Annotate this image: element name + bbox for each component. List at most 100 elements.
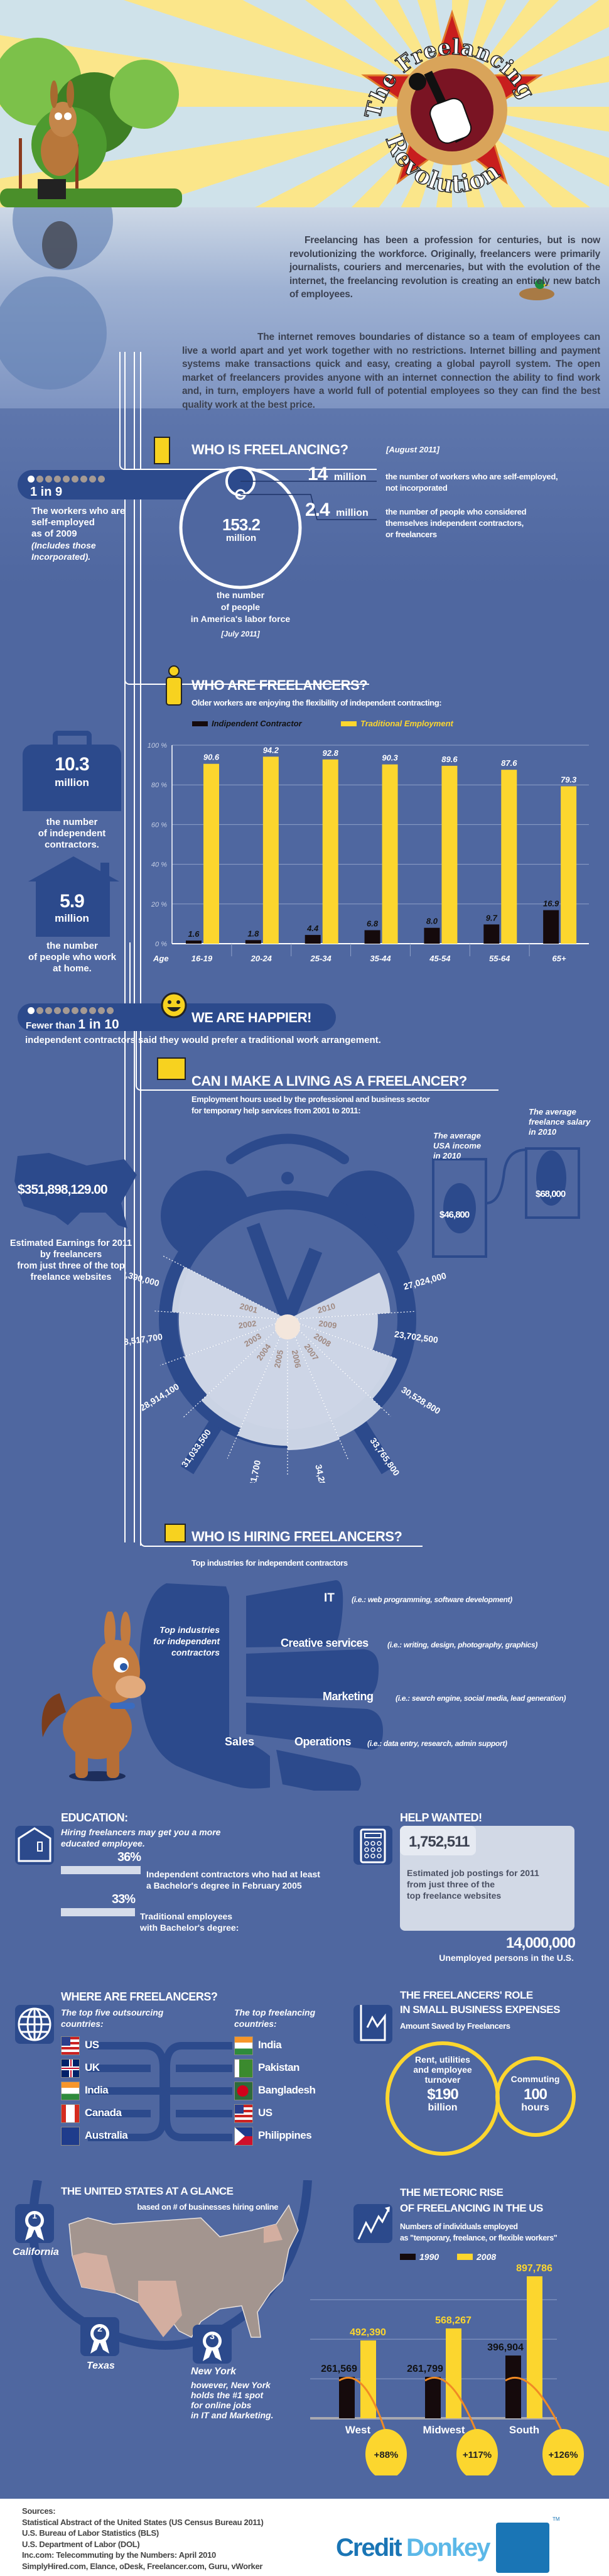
radial-wedge-2004 [201,1319,288,1428]
earnings-value: $351,898,129.00 [18,1182,108,1197]
wedge-separator [160,1319,288,1366]
education-subtitle: Hiring freelancers may get you a more ed… [61,1827,221,1848]
factory-icon [353,2005,392,2044]
intro-text-2: The internet removes boundaries of dista… [182,332,600,410]
section-title-help-wanted: HELP WANTED! [400,1811,482,1824]
happier-text: independent contractors said they would … [25,1035,381,1045]
small-saving-unit: hours [521,2102,549,2113]
legend-label: Indipendent Contractor [212,719,302,728]
meteoric-subtitle: Numbers of individuals employed as "temp… [400,2222,558,2242]
header-underline [136,1030,499,1091]
year-label: 2009 [318,1319,338,1331]
wedge-separator [183,1319,288,1418]
growth-label: +126% [548,2450,578,2460]
legend-item-1990: 1990 [400,2252,439,2262]
ratio-text: The workers who are self-employed as of … [31,506,126,539]
source-item: Statistical Abstract of the United State… [22,2517,264,2527]
rank-2: 2 [97,2323,102,2333]
flag-philippines-icon [234,2127,253,2146]
bar-traditional [441,765,458,944]
big-saving-label: Rent, utilities and employee turnover [413,2055,472,2085]
section-title-education: EDUCATION: [61,1811,128,1824]
bar-contractor [424,927,440,944]
flag-canada-icon [61,2104,80,2123]
palm-label: Top industries for independent contracto… [153,1625,220,1657]
bar-value-label: 897,786 [516,2263,552,2274]
title-badge: The Freelancing Revolution [360,9,543,199]
legend-label: 2008 [477,2252,497,2262]
bar-contractor [304,935,321,944]
outsourcing-label: The top five outsourcing countries: [61,2007,164,2029]
sources: Sources: Statistical Abstract of the Uni… [22,2506,264,2572]
header-underline [124,565,369,685]
labor-force-date: [July 2011] [221,630,260,638]
contractors-value: 10.3 [55,754,89,775]
industry-marketing: Marketing [323,1690,374,1703]
usa-map-icon [14,1153,137,1228]
duck-icon [519,279,554,300]
outsourcing-country: UK [85,2061,100,2073]
x-tick-label: 20-24 [251,954,272,963]
rank-3: 3 [210,2331,215,2341]
creditdonkey-logo: Credit Donkey TM [336,2516,562,2573]
stat-14-million: 14 million [308,464,366,485]
globe-icon [15,2005,54,2044]
reflection-scene [0,207,554,390]
bar-traditional [501,770,517,944]
growth-arrow-icon [338,2377,387,2435]
bar-value-label: 90.6 [203,753,220,762]
year-label: 2005 [272,1349,286,1368]
bar-value-label: 8.0 [426,917,438,926]
region-label: South [509,2424,539,2436]
section-title-meteoric-2: OF FREELANCING IN THE US [400,2202,543,2214]
bar-value-label: 79.3 [561,775,577,784]
smiley-icon [161,992,187,1018]
growth-badge [365,2429,407,2475]
industry-it: IT [324,1591,335,1605]
contractors-unit: million [55,777,89,789]
savings-venn [385,2041,576,2156]
radial-wedge-2003 [183,1319,288,1395]
ratio-note: (Includes those Incorporated). [31,540,96,562]
growth-badge [542,2429,584,2475]
hand-shape [139,1580,383,1791]
small-saving-label: Commuting [510,2074,560,2084]
rank-1: 1 [32,2210,37,2220]
value-label: 33,141,700 [244,1459,262,1483]
legend-label: Traditional Employment [360,719,453,728]
bar-value-label: 92.8 [323,748,339,758]
laptop-icon [38,179,66,199]
education-value-36: 36% [117,1850,141,1864]
donkey-logo-icon [496,2523,549,2573]
outsourcing-country: US [85,2039,99,2051]
award-ribbon-icon-1 [15,2204,54,2243]
wedge-separator [154,1311,288,1320]
value-label: 28,517,700 [126,1331,163,1348]
person-icon [166,665,182,706]
living-subtitle: Employment hours used by the professiona… [191,1094,430,1115]
new-york-note: however, New York holds the #1 spot for … [191,2380,274,2420]
unemployed-text: Unemployed persons in the U.S. [439,1953,574,1963]
bar-value-label: 89.6 [441,755,458,764]
stat-2-4-text: the number of people who considered them… [385,507,527,539]
labor-force-caption: the number of people in America's labor … [190,590,291,624]
ratio-value: 1 in 9 [30,485,63,499]
y-tick-label: 20 % [151,901,167,909]
ratio-dots-1-in-9 [28,476,105,483]
bar-value-label: 492,390 [350,2327,386,2338]
award-ribbon-icon-3 [193,2325,232,2364]
bar-value-label: 1.8 [247,929,259,938]
growth-arrow-icon [505,2377,564,2435]
clock-center [275,1314,300,1340]
country-connector [88,2042,232,2141]
ratio-dots-1-in-10 [28,1007,114,1014]
logo-trademark: TM [552,2516,560,2522]
radial-wedge-2002 [178,1313,288,1356]
bar-value-label: 396,904 [487,2342,524,2353]
bar-traditional [322,759,338,944]
donkey-mascot-icon [38,80,78,199]
bar-2008 [527,2276,542,2418]
bar-value-label: 94.2 [263,745,279,755]
dollar-bills-icon [432,1147,580,1258]
